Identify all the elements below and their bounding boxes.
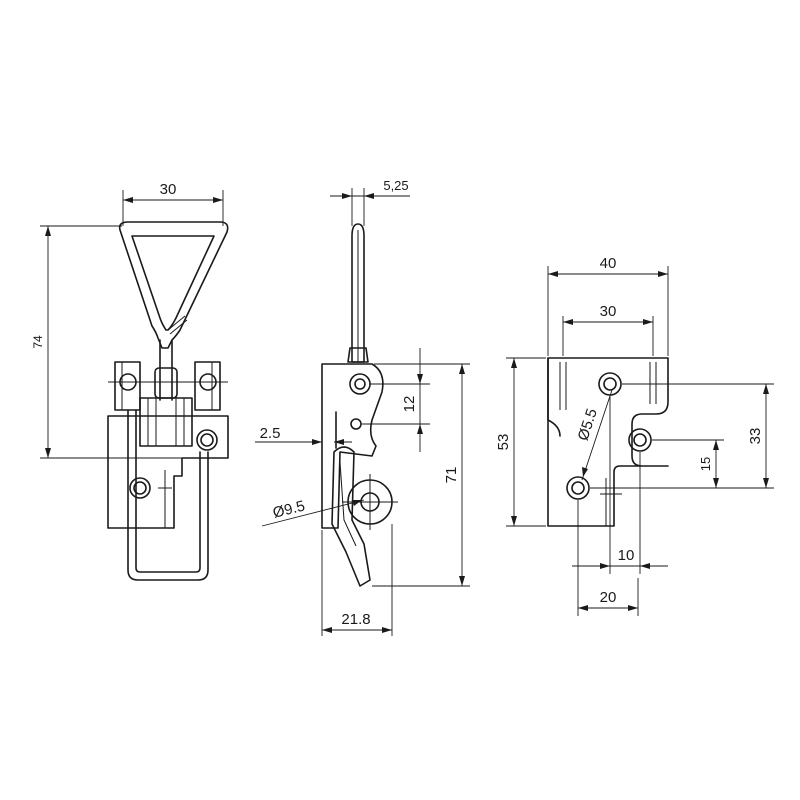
- plate-holes: [566, 372, 652, 500]
- dim-plate-hole-vertical: [590, 383, 774, 489]
- bail-wire: [127, 409, 209, 581]
- dim-side-bore: [261, 499, 365, 527]
- barrel-nut: [139, 397, 193, 447]
- dim-plate-hole-diameter: [581, 389, 613, 481]
- dim-plate-step-label: 15: [698, 457, 713, 471]
- side-lever: [331, 446, 371, 587]
- dim-side-depth: [321, 524, 393, 636]
- dim-plate-height-label: 53: [495, 434, 512, 451]
- dim-front-height: [40, 225, 195, 459]
- handle-loop: [118, 221, 229, 349]
- plate-outline: [547, 357, 669, 527]
- hinge-block: [108, 361, 228, 411]
- threaded-rod: [154, 339, 178, 401]
- side-eye: [342, 474, 398, 530]
- dim-plate-outer-width: [547, 266, 669, 356]
- dim-plate-height: [506, 357, 546, 527]
- dim-side-wire-label: 5,25: [383, 178, 408, 193]
- dim-plate-hole-vertical-label: 33: [747, 428, 764, 445]
- dim-plate-outer-width-label: 40: [600, 255, 617, 272]
- dim-plate-hole-diameter-label: Ø5.5: [575, 407, 601, 443]
- dim-side-depth-label: 21.8: [341, 611, 370, 628]
- side-view: 5,25 2.5 12 Ø9.5: [255, 178, 470, 636]
- dim-plate-spacing: [577, 500, 639, 616]
- dim-plate-offset: [572, 396, 668, 574]
- base-plate-front: [107, 415, 229, 529]
- dim-side-offset-label: 2.5: [260, 425, 281, 442]
- dim-front-width-label: 30: [160, 181, 177, 198]
- front-view: 30 74: [31, 181, 229, 581]
- dim-side-pivot-label: 12: [401, 396, 418, 413]
- dim-plate-spacing-label: 20: [600, 589, 617, 606]
- dim-plate-offset-label: 10: [618, 547, 635, 564]
- dim-side-bore-label: Ø9.5: [271, 497, 307, 521]
- side-wire: [347, 223, 369, 363]
- dim-side-height: [372, 363, 470, 587]
- dim-plate-step: [652, 439, 724, 488]
- dim-side-pivot: [362, 348, 430, 452]
- dim-plate-hole-span-label: 30: [600, 303, 617, 320]
- dim-side-height-label: 71: [443, 467, 460, 484]
- plate-view: 40 30 53 Ø5.5: [495, 255, 774, 616]
- dim-front-height-label: 74: [31, 335, 45, 349]
- dim-plate-hole-span: [562, 316, 654, 356]
- dim-front-width: [122, 190, 224, 226]
- dim-side-offset: [255, 439, 352, 445]
- dim-side-wire: [330, 188, 410, 226]
